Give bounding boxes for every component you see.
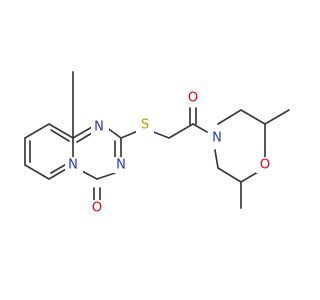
atom-o-morpholine: O	[256, 157, 274, 173]
bond	[192, 123, 208, 133]
atom-label-layer: N N N O S O N O	[65, 90, 274, 216]
atom-n-ring-right: N	[113, 157, 131, 173]
atom-label: O	[260, 158, 270, 173]
atom-label: O	[92, 201, 102, 216]
atom-n-ring-top: N	[91, 120, 109, 136]
bond	[240, 109, 266, 125]
bond	[24, 164, 50, 180]
bond	[214, 149, 219, 169]
atom-label-background	[113, 157, 131, 173]
bond	[217, 109, 242, 125]
bond	[168, 123, 194, 139]
bond	[240, 171, 259, 183]
bond	[264, 109, 290, 125]
atom-label: O	[188, 91, 198, 106]
atom-n-bridgehead: N	[65, 157, 83, 173]
atom-o-carbonyl-amide: O	[184, 90, 202, 106]
bond	[217, 167, 242, 183]
atom-label-background	[256, 157, 274, 173]
bond	[120, 130, 139, 139]
bond	[96, 172, 116, 180]
atom-s-thioether: S	[136, 117, 154, 133]
bond	[72, 126, 93, 139]
atom-n-morpholine: N	[208, 130, 226, 146]
atom-label-background	[208, 130, 226, 146]
bond-layer	[24, 71, 290, 209]
bond	[24, 123, 50, 139]
atom-label-background	[65, 157, 83, 173]
atom-label: N	[68, 158, 78, 173]
atom-label-background	[136, 117, 154, 133]
bond	[76, 132, 93, 143]
atom-label-background	[88, 200, 106, 216]
molecule-structure: N N N O S O N O	[24, 71, 290, 216]
atom-o-carbonyl-ring: O	[88, 200, 106, 216]
atom-label-background	[91, 120, 109, 136]
atom-label: N	[94, 120, 104, 135]
bond	[50, 129, 70, 142]
atom-label: S	[141, 118, 149, 133]
bond	[48, 123, 74, 139]
atom-label-background	[184, 90, 202, 106]
atom-label: N	[116, 158, 126, 173]
atom-label: N	[212, 131, 222, 146]
